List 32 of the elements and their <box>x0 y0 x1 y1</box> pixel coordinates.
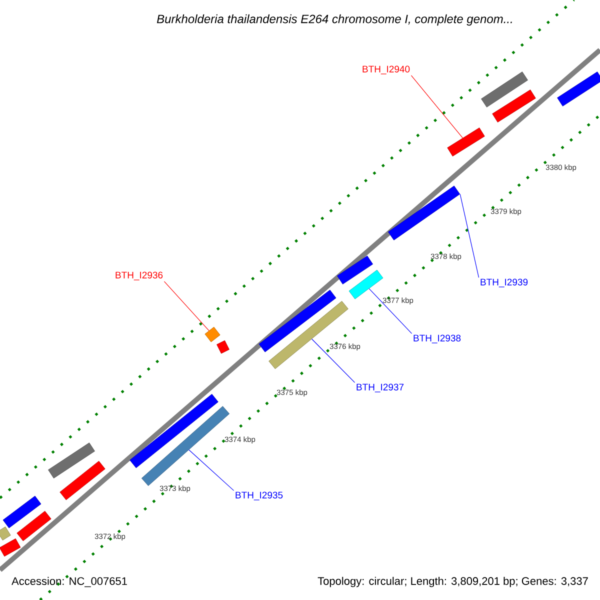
summary-text: Topology: circular; Length: 3,809,201 bp; Genes: 3,337 <box>318 576 588 588</box>
gene-label: BTH_I2939 <box>480 278 528 288</box>
gene-bar <box>388 186 460 240</box>
accession-text: Accession: NC_007651 <box>12 576 127 588</box>
leader-line <box>188 450 234 491</box>
gene-bar <box>48 442 95 478</box>
gene-bar <box>557 72 600 106</box>
gene-bar <box>216 340 230 354</box>
gene-bar <box>481 72 528 108</box>
gene-bar <box>2 496 42 528</box>
gene-label: BTH_I2936 <box>116 272 163 280</box>
gene-label: BTH_I2940 <box>362 66 410 74</box>
gene-bar <box>447 128 485 156</box>
leader-line <box>368 288 412 334</box>
title: Burkholderia thailandensis E264 chromosome I, complete genom... <box>156 14 512 26</box>
gene-bar <box>0 526 11 540</box>
gene-bar <box>348 270 384 300</box>
gene-bar <box>204 326 220 342</box>
gene-bar <box>0 538 21 557</box>
gene-label: BTH_I2938 <box>414 334 461 344</box>
gene-bar <box>492 90 536 122</box>
gene-bar <box>337 256 373 284</box>
leader-line <box>164 281 210 331</box>
gene-label: BTH_I2937 <box>356 384 404 392</box>
leader-line <box>410 75 463 138</box>
gene-bar <box>130 394 218 468</box>
leader-line <box>460 194 480 278</box>
gene-label: BTH_I2935 <box>236 492 283 500</box>
leader-line <box>312 338 356 383</box>
gene-bar <box>16 510 52 542</box>
gene-bar <box>60 460 106 500</box>
gene-bar <box>268 300 348 370</box>
